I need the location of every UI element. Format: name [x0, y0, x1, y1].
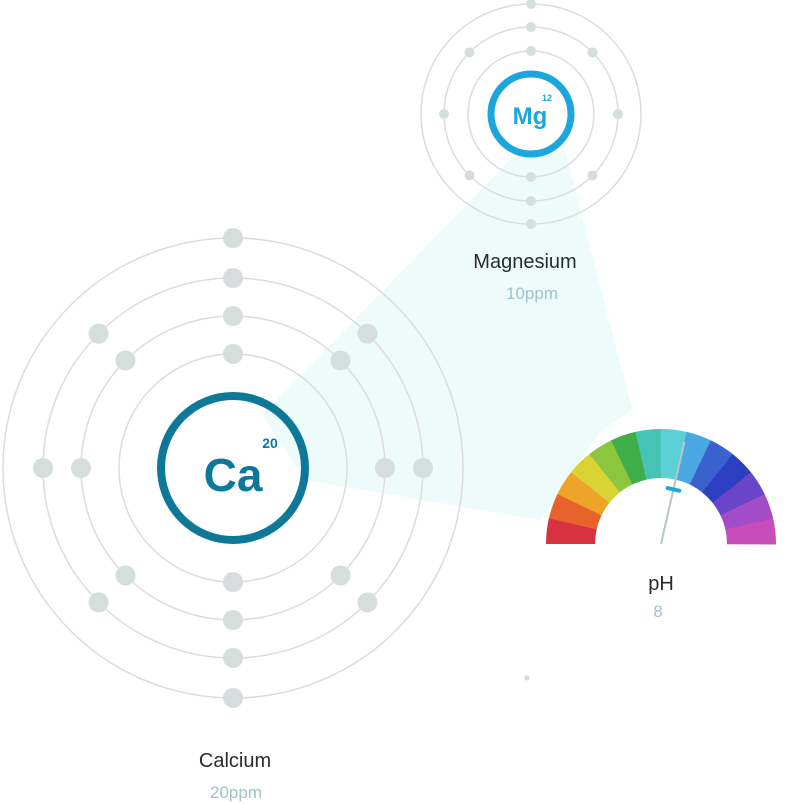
calcium-nucleus [157, 392, 309, 544]
electron [88, 592, 109, 613]
electron [526, 196, 536, 206]
electron [464, 47, 475, 58]
electron [223, 268, 243, 288]
electron [33, 458, 53, 478]
ph-scale-segment [571, 453, 621, 503]
electron [587, 170, 598, 181]
ph-value: 8 [653, 602, 662, 621]
electron [223, 610, 243, 630]
ph-scale-segment [635, 429, 662, 480]
ph-needle [660, 441, 686, 545]
magnesium-electrons [439, 0, 623, 229]
magnesium-nucleus [487, 70, 575, 158]
ph-scale-segment [661, 429, 688, 480]
electron [88, 323, 109, 344]
magnesium-value: 10ppm [506, 284, 558, 303]
electron [526, 46, 536, 56]
ph-scale-segment [712, 472, 765, 516]
calcium-value: 20ppm [210, 783, 262, 802]
ph-marker [665, 486, 682, 493]
ph-scale-segment [589, 440, 633, 493]
ph-name: pH [648, 573, 674, 595]
ph-scale-segment [702, 454, 752, 504]
electron [413, 458, 433, 478]
electron [439, 109, 449, 119]
electron [330, 565, 351, 586]
electron [115, 565, 136, 586]
calcium-atomic-number: 20 [262, 435, 278, 451]
ph-scale-segment [557, 471, 610, 516]
electron [223, 306, 243, 326]
ph-scale-segment [689, 440, 734, 493]
magnesium-name: Magnesium [473, 251, 576, 273]
electron [526, 219, 536, 229]
electron [330, 350, 351, 371]
ph-scale-segment [611, 431, 647, 485]
ph-gauge [546, 429, 776, 545]
ph-scale-segment [548, 493, 602, 530]
magnesium-atom: Mg 12 [420, 0, 642, 229]
magnesium-symbol: Mg [513, 103, 548, 130]
electron [375, 458, 395, 478]
electron [526, 22, 536, 32]
electron [223, 344, 243, 364]
electron [223, 572, 243, 592]
electron [71, 458, 91, 478]
electron [613, 109, 623, 119]
ph-scale-segment [546, 517, 597, 544]
calcium-symbol: Ca [204, 449, 263, 501]
calcium-electrons [33, 228, 433, 708]
ph-scale-segment [720, 494, 774, 530]
electron [223, 228, 243, 248]
electron [115, 350, 136, 371]
electron [357, 592, 378, 613]
decorative-dot [524, 675, 530, 681]
connection-beam [262, 150, 632, 520]
electron [223, 688, 243, 708]
electron [526, 0, 536, 9]
magnesium-atomic-number: 12 [542, 93, 552, 103]
electron [357, 323, 378, 344]
electron [464, 170, 475, 181]
ph-scale-segment [725, 518, 776, 545]
calcium-atom: Ca 20 [2, 228, 464, 708]
calcium-name: Calcium [199, 750, 271, 772]
electron [223, 648, 243, 668]
electron [587, 47, 598, 58]
electron [526, 172, 536, 182]
